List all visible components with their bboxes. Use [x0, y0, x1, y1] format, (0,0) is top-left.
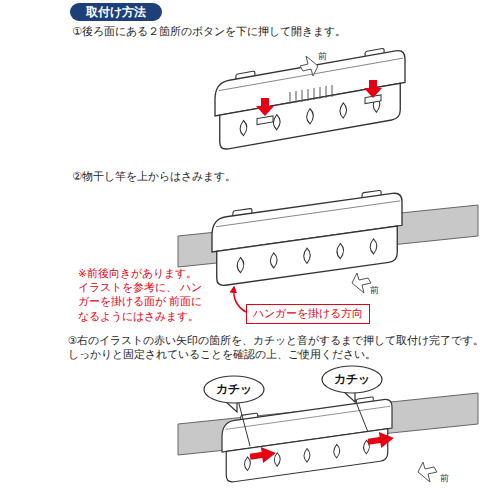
sound-bubble: カチッ: [322, 366, 382, 393]
bubble-shape: [322, 366, 382, 393]
callout-text: ハンガーを掛ける方向: [253, 307, 363, 321]
clip-figure-3: [178, 392, 478, 483]
direction-label: 前: [318, 50, 338, 62]
sound-text: カチッ: [216, 381, 252, 398]
note-text: ※前後向きがあります。 イラストを参考に、 ハンガーを掛ける面が 前面になるよう…: [78, 266, 206, 323]
step-text: ②物干し竿を上からはさみます。: [72, 170, 492, 185]
sound-bubble: カチッ: [204, 376, 264, 403]
direction-label: 前: [370, 284, 390, 296]
clip-figure-2: [178, 187, 478, 312]
sound-text: カチッ: [334, 371, 370, 388]
callout-box: ハンガーを掛ける方向: [246, 304, 370, 324]
section-title: 取付け方法: [70, 3, 162, 21]
bubble-shape: [204, 376, 264, 403]
clip-figure-1: [215, 44, 405, 151]
step-text: ③右のイラストの赤い矢印の箇所を、カチッと音がするまで押して取付け完了です。 し…: [68, 333, 492, 361]
direction-label: 前: [440, 472, 460, 484]
step-text: ①後ろ面にある２箇所のボタンを下に押して開きます。: [72, 25, 492, 40]
